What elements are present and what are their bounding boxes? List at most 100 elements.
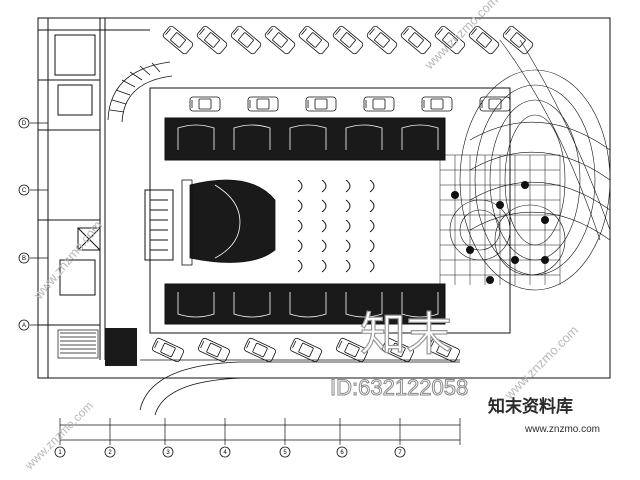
parked-car (366, 25, 398, 55)
parked-car (336, 337, 368, 363)
axis-bubble (18, 319, 30, 331)
axis-label: 6 (340, 450, 344, 456)
watermark-site-name: 知末资料库 (487, 396, 573, 417)
parked-car (421, 96, 453, 112)
axis-bubble (162, 446, 174, 458)
axis-label: 5 (283, 450, 287, 456)
seat-arc (345, 259, 351, 273)
seat-arc (321, 219, 327, 233)
driveway (139, 359, 460, 416)
watermark-id: ID:632122058 (330, 375, 468, 400)
axis-label: D (22, 121, 27, 127)
seat-arc (297, 219, 303, 233)
seat-arc (321, 239, 327, 253)
seat-arc (321, 259, 327, 273)
seat-arc (321, 179, 327, 193)
axis-bubble (104, 446, 116, 458)
booth (177, 124, 215, 150)
parked-car (264, 25, 296, 55)
parked-car (502, 25, 534, 55)
curved-ramp (107, 61, 173, 123)
parked-car (290, 337, 322, 363)
seat-arc (369, 239, 375, 253)
seat-arc (321, 199, 327, 213)
tree-dot (521, 181, 529, 189)
grid-axis-left: D C B A (18, 117, 48, 331)
booth (233, 124, 271, 150)
parked-car (428, 337, 460, 363)
watermark-url: www.znzmo.com (524, 424, 600, 435)
tree-dot (496, 201, 504, 209)
axis-label: 7 (398, 450, 402, 456)
parked-car (196, 25, 228, 55)
axis-bubble (219, 446, 231, 458)
tree-dot (541, 256, 549, 264)
parked-car (198, 337, 230, 363)
axis-bubble (18, 184, 30, 196)
axis-label: B (22, 256, 26, 262)
parked-car (400, 25, 432, 55)
seat-arc (345, 179, 351, 193)
parked-car (152, 337, 184, 363)
axis-label: 4 (223, 450, 227, 456)
seat-arc (369, 219, 375, 233)
audience-seating (297, 179, 375, 273)
seat-arc (345, 219, 351, 233)
axis-label: A (22, 323, 26, 329)
seat-arc (369, 199, 375, 213)
parked-car (189, 96, 221, 112)
booth (401, 292, 439, 318)
seat-arc (297, 199, 303, 213)
seat-arc (297, 239, 303, 253)
booth (345, 124, 383, 150)
stage (181, 179, 276, 266)
axis-bubble (18, 117, 30, 129)
seat-arc (297, 259, 303, 273)
axis-bubble (279, 446, 291, 458)
tree-dot (541, 216, 549, 224)
tree-dot (486, 276, 494, 284)
parked-car (162, 25, 194, 55)
booth-seating (177, 124, 439, 318)
seat-arc (345, 199, 351, 213)
parking-row-inner (189, 96, 511, 112)
axis-bubble (54, 446, 66, 458)
parked-car (305, 96, 337, 112)
watermark-logo: 知末 (360, 307, 452, 361)
svg-text:www.znzmo.com: www.znzmo.com (421, 0, 501, 73)
svg-text:www.znzmo.com: www.znzmo.com (22, 399, 96, 473)
booth (177, 292, 215, 318)
seat-arc (345, 239, 351, 253)
axis-label: C (22, 188, 27, 194)
parked-car (244, 337, 276, 363)
parking-row-top (162, 25, 534, 55)
diagonal-watermark-3: www.znzmo.com (501, 323, 581, 403)
main-hall (144, 87, 511, 334)
axis-label: 2 (108, 450, 112, 456)
seat-arc (369, 259, 375, 273)
parked-car (247, 96, 279, 112)
svg-text:www.znzmo.com: www.znzmo.com (501, 323, 581, 403)
parked-car (434, 25, 466, 55)
tree-dot (451, 191, 459, 199)
parked-car (298, 25, 330, 55)
diagonal-watermark-1: www.znzmo.com (421, 0, 501, 73)
seat-arc (369, 179, 375, 193)
plaza-trees (451, 181, 549, 284)
axis-bubble (18, 252, 30, 264)
booth (345, 292, 383, 318)
tree-dot (511, 256, 519, 264)
parked-car (230, 25, 262, 55)
parked-car (363, 96, 395, 112)
axis-bubble (394, 446, 406, 458)
booth (401, 124, 439, 150)
dark-corner-block (105, 328, 137, 366)
axis-bubble (336, 446, 348, 458)
parked-car (468, 25, 500, 55)
axis-label: 3 (166, 450, 170, 456)
booth (289, 124, 327, 150)
stair-bottom-left (57, 329, 99, 359)
tree-dot (466, 246, 474, 254)
